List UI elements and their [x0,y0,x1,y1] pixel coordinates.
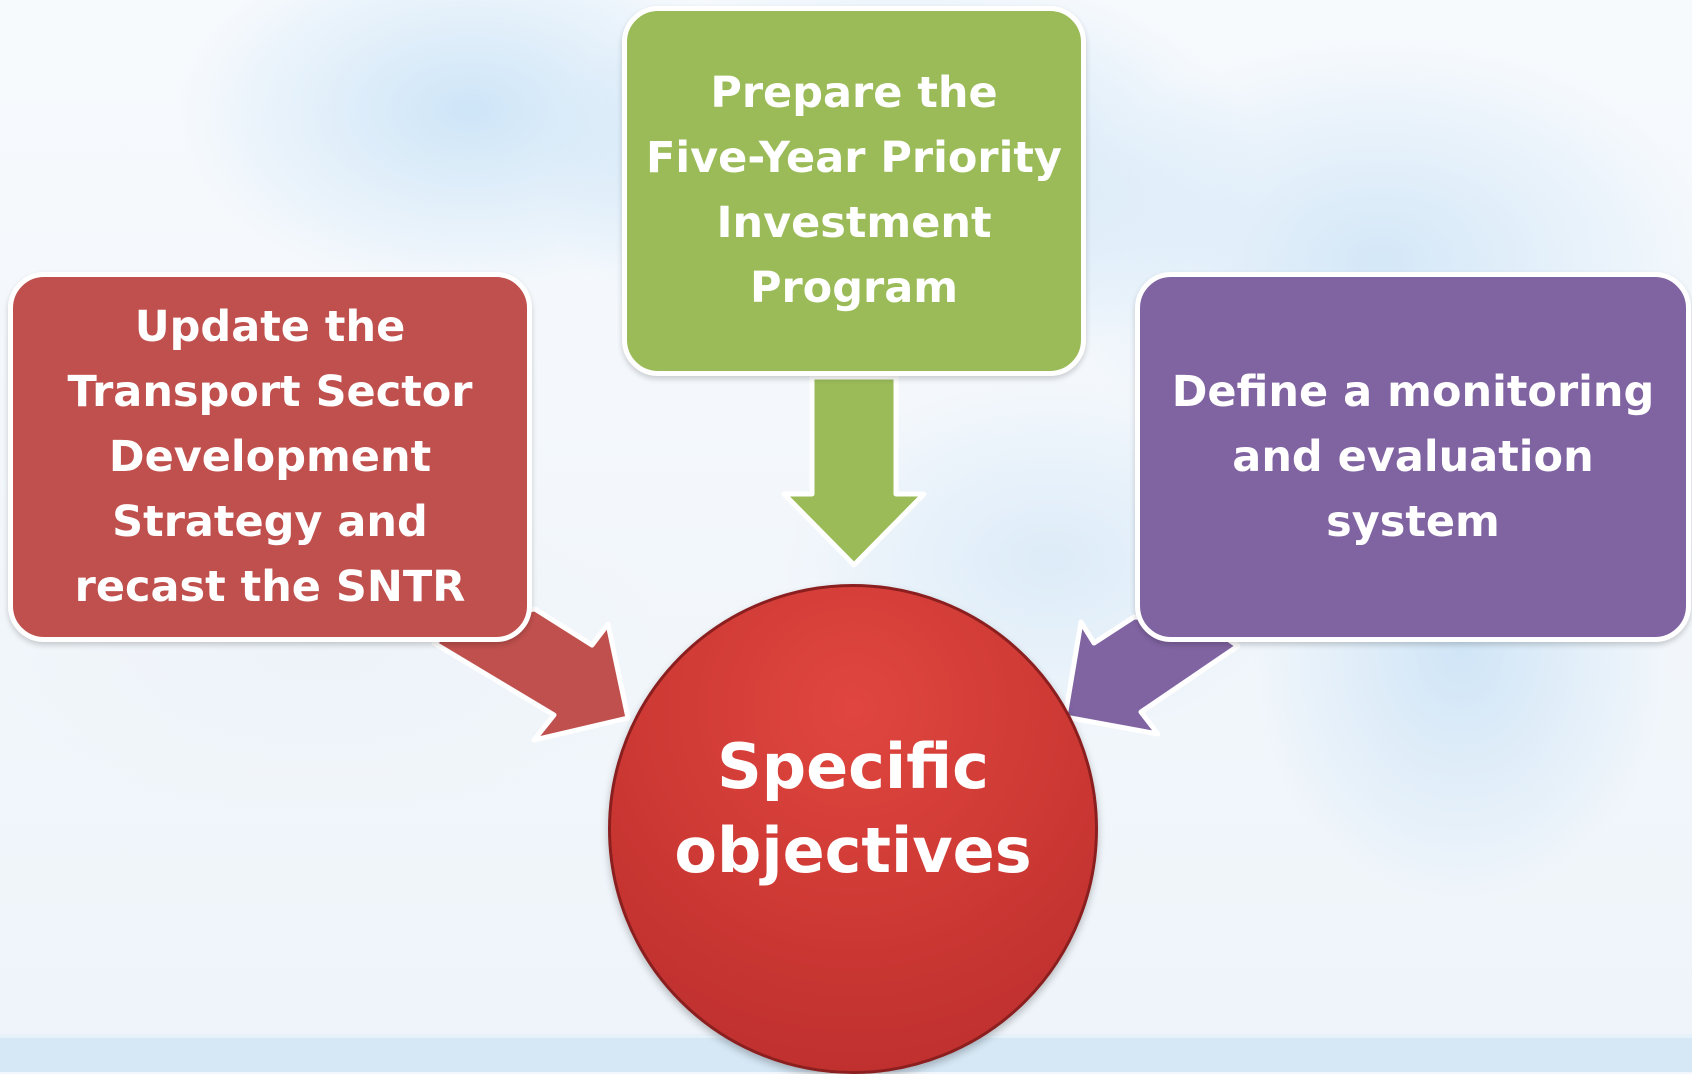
objective-box-monitoring: Define a monitoring and evaluation syste… [1135,272,1691,642]
objective-box-monitoring-label: Define a monitoring and evaluation syste… [1171,366,1655,547]
green-arrow-icon [781,374,927,568]
objective-box-strategy-label: Update the Transport Sector Development … [67,301,473,612]
objective-box-investment-program: Prepare the Five-Year Priority Investmen… [622,6,1086,376]
objective-box-investment-program-label: Prepare the Five-Year Priority Investmen… [646,68,1062,313]
specific-objectives-circle: Specific objectives [608,584,1098,1074]
specific-objectives-label: Specific objectives [674,730,1032,887]
objective-box-strategy: Update the Transport Sector Development … [8,272,532,642]
